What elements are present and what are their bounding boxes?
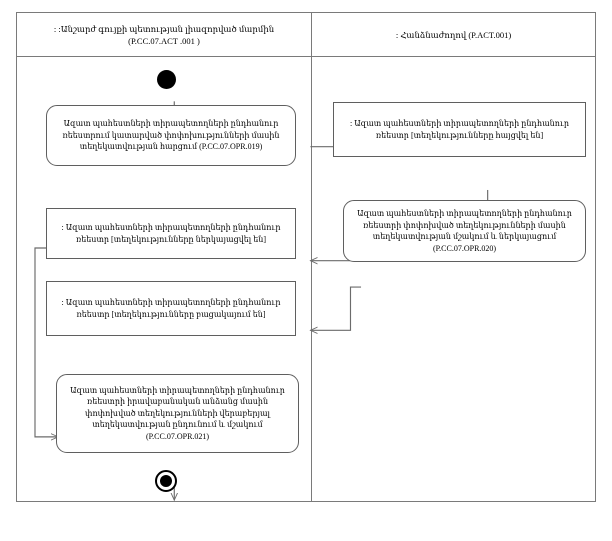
activity-node-opr-019[interactable]: Ազատ պահեստների տիրապետողների ընդհանուր … [46,105,296,166]
swimlane-right-header: : Հանձնաժողով (P.ACT.001) [312,13,595,57]
activity-node-opr-020-label: Ազատ պահեստների տիրապետողների ընդհանուր … [357,209,572,253]
final-node [155,470,177,492]
object-node-register-absent-label: : Ազատ պահեստների տիրապետողների ընդհանու… [61,298,281,319]
initial-node [157,70,176,89]
activity-node-opr-019-label: Ազատ պահեստների տիրապետողների ընդհանուր … [62,119,280,152]
swimlane-right: : Հանձնաժողով (P.ACT.001) [311,12,596,502]
object-node-register-presented-label: : Ազատ պահեստների տիրապետողների ընդհանու… [61,223,281,244]
swimlane-left-header-label: : :Անշարժ գույքի պետության լիազորված մար… [53,23,275,46]
object-node-register-requested-label: : Ազատ պահեստների տիրապետողների ընդհանու… [350,119,569,140]
object-node-register-absent[interactable]: : Ազատ պահեստների տիրապետողների ընդհանու… [46,281,296,336]
activity-diagram-canvas: : :Անշարժ գույքի պետության լիազորված մար… [16,12,596,502]
object-node-register-presented[interactable]: : Ազատ պահեստների տիրապետողների ընդհանու… [46,208,296,259]
activity-node-opr-020[interactable]: Ազատ պահեստների տիրապետողների ընդհանուր … [343,200,586,262]
object-node-register-requested[interactable]: : Ազատ պահեստների տիրապետողների ընդհանու… [333,102,586,157]
activity-node-opr-021-label: Ազատ պահեստների տիրապետողների ընդհանուր … [70,385,285,441]
swimlane-left-header: : :Անշարժ գույքի պետության լիազորված մար… [17,13,311,57]
swimlane-right-header-label: : Հանձնաժողով (P.ACT.001) [395,29,512,40]
activity-node-opr-021[interactable]: Ազատ պահեստների տիրապետողների ընդհանուր … [56,374,299,453]
